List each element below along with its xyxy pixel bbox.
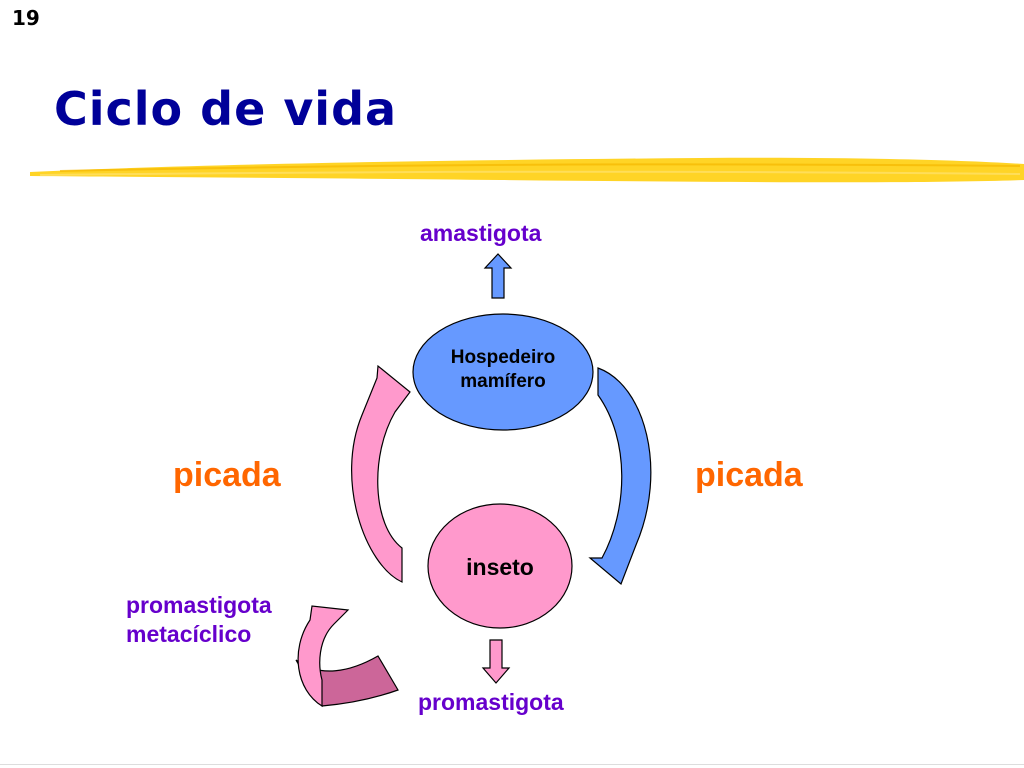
metacyclic-label-line1: promastigota [126,592,272,618]
right-bite-label: picada [695,456,803,494]
arrow-down-to-promastigota [481,639,511,684]
title-highlight-stroke [30,157,1024,183]
promastigota-label: promastigota [418,689,564,715]
slide-number: 19 [12,6,40,30]
host-label-line1: Hospedeiro [450,347,556,368]
insect-node [427,503,573,629]
host-node-label: Hospedeiro mamífero [413,346,593,394]
insect-node-label: inseto [466,554,534,580]
host-label-line2: mamífero [460,371,546,392]
host-node [412,313,594,431]
arrow-up-to-amastigota [483,253,513,299]
bottom-divider [0,764,1024,765]
metacyclic-label-line2: metacíclico [126,621,252,647]
arrow-metacyclic-loop-light [297,605,350,708]
left-bite-label: picada [173,456,281,494]
arrow-insect-to-host [351,364,411,583]
arrow-host-to-insect [588,367,652,585]
metacyclic-promastigote-label: promastigota metacíclico [126,591,272,649]
amastigota-label: amastigota [420,220,542,246]
slide-title: Ciclo de vida [54,82,398,136]
